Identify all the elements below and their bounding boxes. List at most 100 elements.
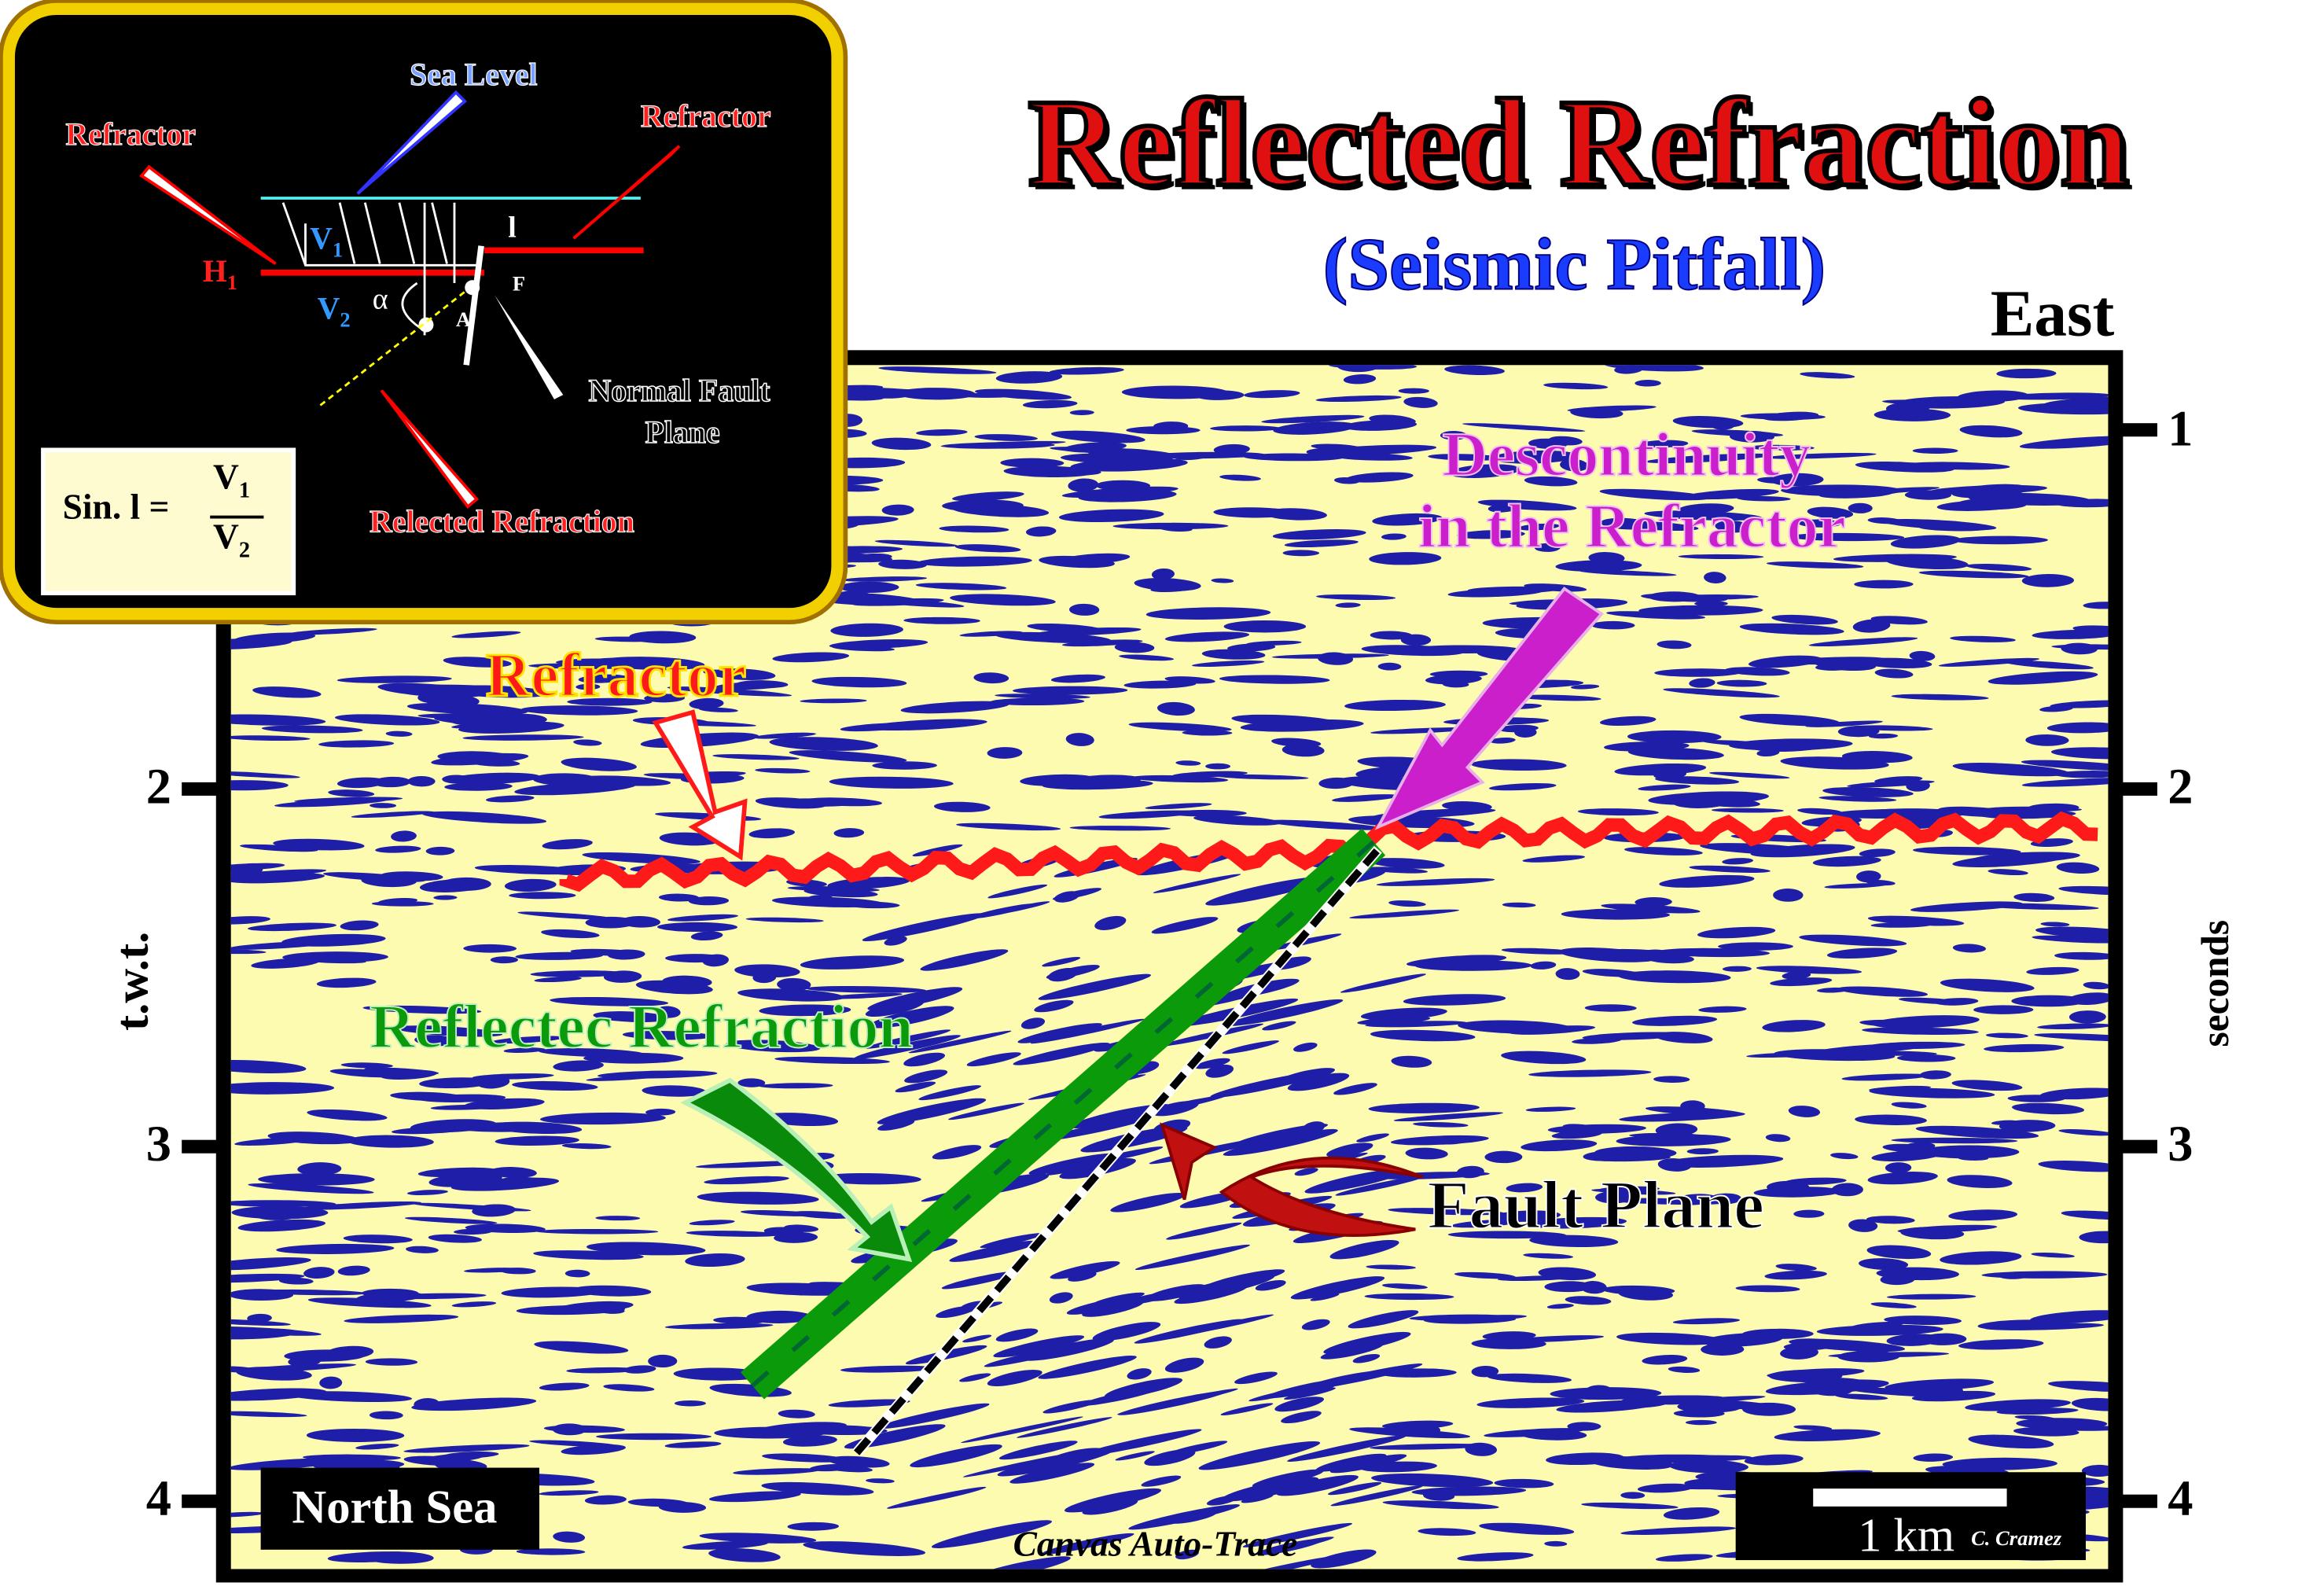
seismic-trace: [1952, 535, 2048, 545]
seismic-trace: [1788, 1106, 1821, 1117]
seismic-trace: [866, 1478, 895, 1484]
seismic-trace: [1366, 1264, 1416, 1270]
seismic-trace: [1855, 1114, 1927, 1125]
seismic-trace: [789, 750, 907, 763]
seismic-trace: [737, 988, 844, 1002]
formula-lhs: Sin. l =: [62, 488, 170, 528]
seismic-trace: [1451, 1219, 1520, 1228]
seismic-trace: [1656, 1554, 1713, 1562]
inset-v2: V2: [318, 291, 351, 334]
seismic-trace: [1069, 775, 1142, 786]
seismic-trace: [488, 1121, 583, 1135]
seismic-trace: [1391, 1055, 1432, 1068]
seismic-trace: [811, 676, 907, 688]
seismic-trace: [1663, 688, 1780, 698]
seismic-trace: [1240, 719, 1364, 732]
seismic-trace: [1855, 462, 1954, 473]
seismic-trace: [1329, 1454, 1407, 1474]
seismic-trace: [665, 954, 726, 963]
seismic-trace: [969, 903, 1035, 919]
seismic-trace: [1524, 583, 1587, 592]
seismic-trace: [917, 556, 1032, 567]
tick-label-left-4: 4: [145, 1472, 171, 1528]
seismic-trace: [1909, 650, 1936, 661]
seismic-trace: [648, 1354, 678, 1368]
seismic-trace: [1471, 1366, 1499, 1378]
seismic-trace: [759, 1004, 851, 1017]
seismic-trace: [230, 1326, 322, 1336]
seismic-trace: [791, 1211, 853, 1219]
seismic-trace: [451, 1301, 497, 1308]
seismic-trace: [1276, 1474, 1359, 1496]
seismic-trace: [1301, 1319, 1330, 1330]
seismic-trace: [1799, 934, 1907, 947]
seismic-trace: [746, 1310, 812, 1323]
seismic-trace: [1882, 1143, 1932, 1153]
seismic-trace: [1330, 1485, 1423, 1507]
seismic-trace: [1684, 488, 1779, 500]
seismic-trace: [1915, 1125, 2039, 1139]
page-subtitle: (Seismic Pitfall): [1322, 221, 1826, 306]
normal-fault-line: [463, 245, 484, 366]
seismic-trace: [1644, 510, 1763, 521]
seismic-trace: [567, 697, 653, 706]
seismic-trace: [1003, 465, 1095, 477]
seismic-trace: [1912, 447, 1958, 454]
seismic-trace: [230, 1458, 346, 1470]
seismic-trace: [1213, 507, 1294, 518]
seismic-trace: [412, 1202, 531, 1212]
seismic-trace: [778, 1409, 815, 1419]
seismic-trace: [1502, 902, 1536, 908]
seismic-trace: [1050, 1260, 1120, 1279]
seismic-trace: [1370, 631, 1413, 640]
seismic-trace: [1497, 1275, 1577, 1281]
seismic-trace: [1335, 602, 1361, 608]
refractor-arrow: [652, 709, 748, 861]
seismic-trace: [1641, 440, 1689, 448]
seismic-trace: [1517, 694, 1601, 701]
seismic-trace: [593, 1011, 668, 1023]
seismic-trace: [1700, 843, 1822, 856]
seismic-trace: [1210, 425, 1281, 432]
seismic-trace: [2032, 629, 2109, 639]
seismic-trace: [1770, 977, 1833, 987]
seismic-trace: [745, 917, 824, 923]
v1-sub: 1: [332, 240, 344, 263]
seismic-trace: [1435, 1138, 1465, 1145]
seismic-trace: [1333, 477, 1360, 484]
seismic-trace: [1068, 478, 1099, 492]
seismic-trace: [1503, 1335, 1605, 1343]
seismic-trace: [1205, 876, 1327, 906]
seismic-trace: [1739, 623, 1844, 635]
seismic-trace: [759, 1083, 833, 1089]
seismic-trace: [1487, 1373, 1572, 1383]
seismic-trace: [699, 1533, 817, 1544]
seismic-trace: [1678, 503, 1734, 515]
east-label: East: [1990, 277, 2115, 351]
seismic-trace: [1413, 1121, 1469, 1128]
seismic-trace: [1544, 1540, 1568, 1547]
seismic-trace: [1614, 763, 1707, 776]
seismic-trace: [1556, 1400, 1659, 1413]
seismic-trace: [443, 1451, 499, 1459]
seismic-trace: [1547, 1124, 1646, 1134]
scale-bar: [1813, 1488, 2007, 1507]
seismic-trace: [1543, 382, 1609, 390]
seismic-trace: [598, 1070, 718, 1079]
v1-label: V: [310, 220, 333, 256]
seismic-trace: [942, 499, 1024, 512]
seismic-trace: [1988, 869, 2028, 876]
seismic-trace: [1447, 588, 1543, 598]
seismic-trace: [1722, 858, 1754, 865]
seismic-trace: [1091, 1292, 1145, 1306]
seismic-trace: [237, 1219, 326, 1232]
seismic-trace: [824, 1465, 873, 1473]
fault-plane-line: [852, 845, 1382, 1456]
seismic-trace: [932, 1145, 982, 1160]
seismic-trace: [1205, 763, 1231, 770]
seismic-trace: [417, 690, 454, 704]
seismic-trace: [503, 1047, 546, 1053]
seismic-trace: [1604, 741, 1690, 752]
seismic-trace: [541, 929, 600, 939]
seismic-trace: [365, 1358, 418, 1366]
